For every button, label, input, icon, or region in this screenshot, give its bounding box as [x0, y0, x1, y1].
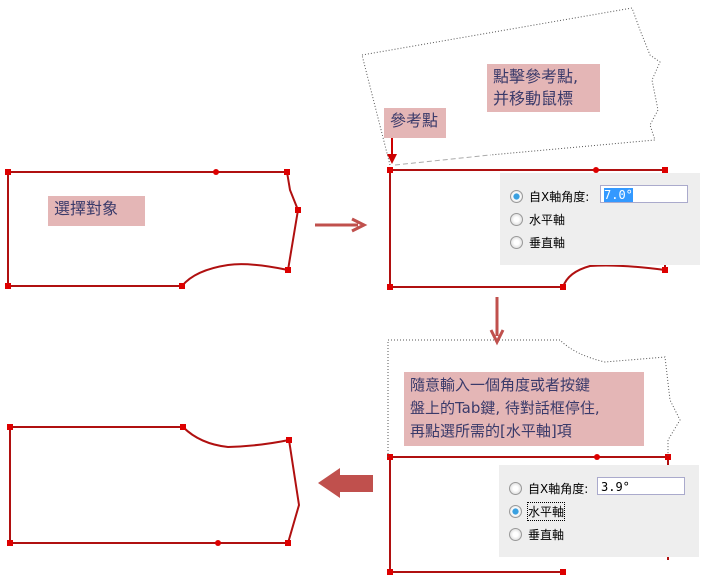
- option-horizontal-axis[interactable]: 水平軸: [509, 502, 566, 521]
- angle-dialog-2: 自X軸角度: 3.9° 水平軸 垂直軸: [499, 465, 699, 557]
- option-horizontal-axis[interactable]: 水平軸: [510, 211, 565, 228]
- option-label: 垂直軸: [529, 236, 566, 250]
- label-line: 盤上的Tab鍵, 待對話框停住,: [410, 399, 600, 417]
- pattern-piece-original: [7, 171, 300, 287]
- radio-icon[interactable]: [510, 190, 523, 203]
- label-select-object: 選擇對象: [48, 196, 145, 226]
- option-label: 自X軸角度:: [528, 482, 589, 496]
- radio-icon[interactable]: [509, 482, 522, 495]
- label-line: 點擊參考點,: [493, 67, 579, 86]
- arrow-reference-icon: [387, 138, 397, 164]
- option-vertical-axis[interactable]: 垂直軸: [509, 526, 564, 543]
- radio-icon[interactable]: [509, 528, 522, 541]
- label-instruction: 隨意輸入一個角度或者按鍵 盤上的Tab鍵, 待對話框停住, 再點選所需的[水平軸…: [404, 372, 644, 446]
- label-click-reference: 點擊參考點, 并移動鼠標: [487, 64, 600, 112]
- arrow-down-icon: [489, 297, 505, 346]
- arrow-left-icon: [318, 468, 373, 498]
- dragged-outline-step3: [387, 339, 681, 457]
- label-line: 再點選所需的[水平軸]項: [410, 422, 572, 440]
- arrow-right-icon: [315, 217, 368, 233]
- label-line: 并移動鼠標: [493, 89, 574, 108]
- radio-icon[interactable]: [510, 213, 523, 226]
- option-x-axis-angle[interactable]: 自X軸角度:: [510, 188, 589, 205]
- pattern-piece-step2: [389, 169, 666, 288]
- label-line: 隨意輸入一個角度或者按鍵: [410, 376, 591, 394]
- radio-icon[interactable]: [509, 505, 522, 518]
- option-label: 垂直軸: [528, 528, 565, 542]
- angle-input[interactable]: 3.9°: [597, 477, 685, 495]
- dragged-outline-step2: [361, 7, 661, 166]
- option-x-axis-angle[interactable]: 自X軸角度:: [509, 480, 588, 497]
- angle-dialog-1: 自X軸角度: 7.0° 水平軸 垂直軸: [500, 173, 700, 265]
- option-label: 自X軸角度:: [529, 190, 590, 204]
- option-vertical-axis[interactable]: 垂直軸: [510, 234, 565, 251]
- option-label: 水平軸: [529, 213, 566, 227]
- pattern-piece-result: [9, 426, 301, 544]
- label-reference-point: 參考點: [384, 108, 446, 138]
- option-label: 水平軸: [526, 502, 566, 521]
- angle-value: 3.9°: [601, 480, 630, 494]
- angle-input[interactable]: 7.0°: [600, 185, 688, 203]
- angle-value: 7.0°: [604, 188, 633, 202]
- radio-icon[interactable]: [510, 236, 523, 249]
